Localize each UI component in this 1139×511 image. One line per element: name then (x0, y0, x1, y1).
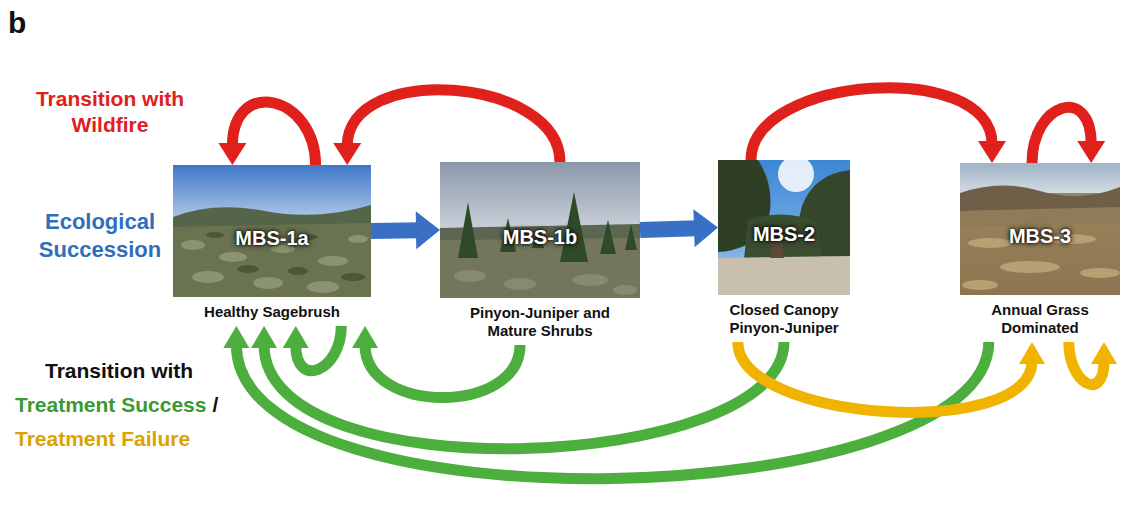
arrow-head (1077, 141, 1105, 163)
arrow-head (283, 326, 309, 348)
photo-area: MBS-2 (718, 160, 850, 295)
transition-arrow (251, 326, 784, 449)
photo-area: MBS-1b (440, 162, 640, 298)
arrow-shaft (296, 326, 342, 371)
arrow-head (352, 326, 378, 348)
arrow-shaft (640, 228, 697, 230)
state-caption: Pinyon-Juniper and Mature Shrubs (460, 304, 620, 340)
arrow-shaft (738, 342, 1032, 412)
arrow-shaft (365, 345, 520, 398)
legend-treatment-heading: Transition with (45, 358, 193, 384)
transition-arrow (371, 211, 440, 249)
transition-arrow (333, 90, 560, 165)
arrow-shaft (347, 90, 560, 162)
arrow-shaft (751, 88, 992, 160)
legend-separator: / (212, 392, 218, 418)
arrow-head (333, 143, 361, 165)
arrow-head (693, 209, 718, 247)
transition-arrow (1069, 342, 1117, 385)
arrow-head (416, 211, 440, 249)
state-code: MBS-2 (753, 209, 815, 246)
arrow-head (978, 141, 1006, 163)
transition-arrow (223, 326, 988, 479)
arrow-head (1019, 342, 1045, 364)
state-caption: Healthy Sagebrush (173, 303, 371, 321)
transition-arrow (640, 209, 718, 247)
legend-succession: Ecological Succession (30, 208, 170, 263)
photo-area: MBS-3 (960, 163, 1120, 295)
transition-arrow (1032, 107, 1105, 163)
transition-arrow (738, 342, 1045, 412)
state-code: MBS-1a (235, 213, 308, 250)
state-box: MBS-3Annual Grass Dominated (960, 163, 1120, 342)
legend-treatment-success: Treatment Success (15, 392, 206, 418)
arrow-shaft (371, 222, 419, 239)
state-box: MBS-1aHealthy Sagebrush (173, 165, 371, 326)
legend-treatment-failure: Treatment Failure (15, 426, 190, 452)
transition-arrow (283, 326, 342, 371)
state-caption: Closed Canopy Pinyon-Juniper (718, 301, 850, 337)
arrow-head (251, 326, 277, 348)
photo-area: MBS-1a (173, 165, 371, 297)
arrow-head (218, 143, 246, 165)
state-box: MBS-1bPinyon-Juniper and Mature Shrubs (440, 162, 640, 345)
arrow-head (1091, 342, 1117, 364)
arrow-shaft (1032, 107, 1091, 163)
legend-wildfire: Transition with Wildfire (15, 86, 205, 139)
state-box: MBS-2Closed Canopy Pinyon-Juniper (718, 160, 850, 342)
arrow-shaft (232, 102, 315, 165)
state-code: MBS-3 (1009, 211, 1071, 248)
arrow-head (223, 326, 249, 348)
transition-arrow (218, 102, 315, 165)
state-code: MBS-1b (503, 212, 577, 249)
panel-letter: b (8, 4, 26, 42)
arrow-shaft (264, 342, 784, 449)
transition-arrow (751, 88, 1006, 163)
state-caption: Annual Grass Dominated (960, 301, 1120, 337)
